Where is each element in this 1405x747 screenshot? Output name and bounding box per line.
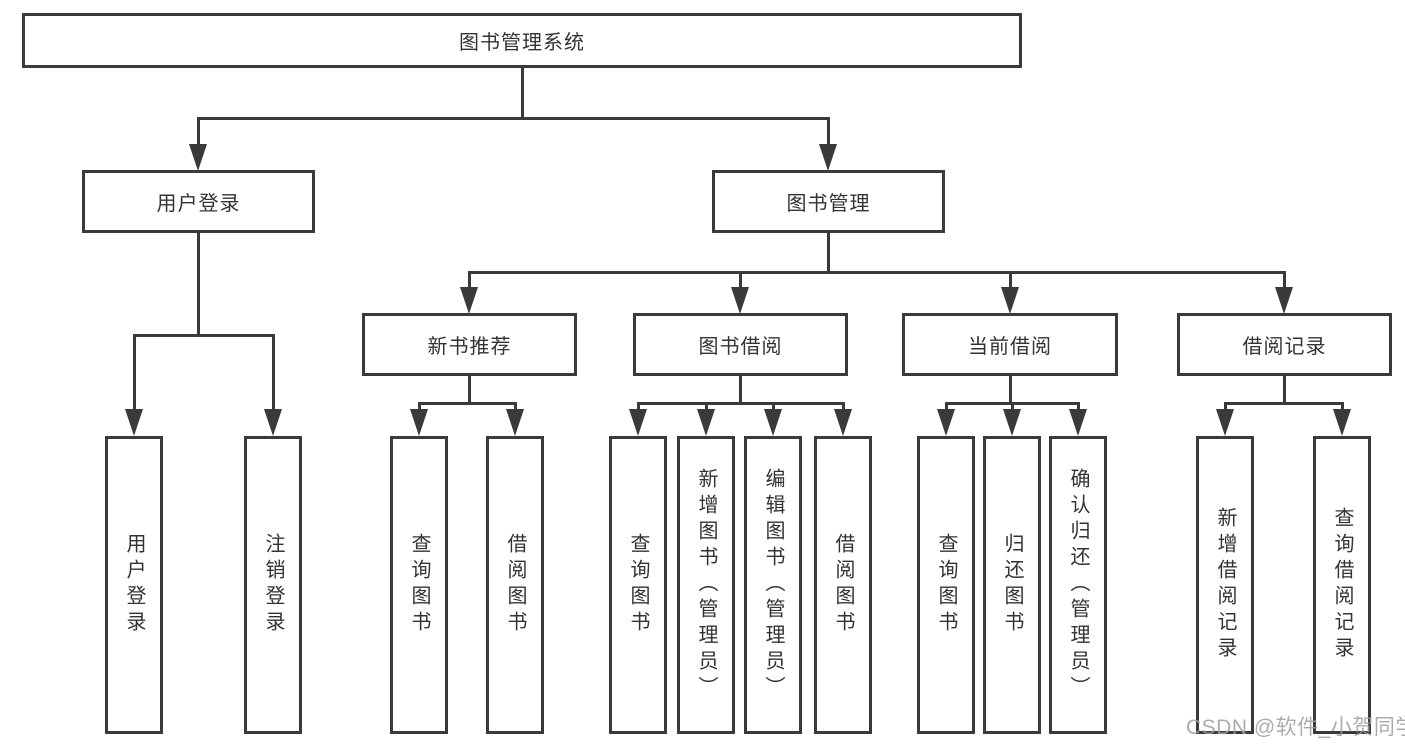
arrowhead-icon [189, 144, 207, 171]
connector-line [417, 401, 517, 405]
leaf-logout: 注销登录 [244, 436, 302, 734]
node-book-management: 图书管理 [712, 170, 945, 233]
arrowhead-icon [1275, 287, 1293, 314]
connector-line [1282, 376, 1286, 405]
arrowhead-icon [629, 409, 647, 436]
leaf-confirm-return-admin: 确认归还（管理员） [1049, 436, 1107, 734]
leaf-edit-books-admin: 编辑图书（管理员） [744, 436, 802, 734]
arrowhead-icon [264, 409, 282, 436]
arrowhead-icon [1069, 409, 1087, 436]
arrowhead-icon [410, 409, 428, 436]
connector-line [738, 376, 742, 405]
leaf-borrow-books-recommend: 借阅图书 [486, 436, 544, 734]
connector-line [1340, 403, 1344, 410]
connector-line [1223, 403, 1227, 410]
arrowhead-icon [834, 409, 852, 436]
leaf-borrow-books: 借阅图书 [814, 436, 872, 734]
connector-line [196, 116, 830, 120]
connector-line [1076, 403, 1080, 410]
node-user-login-module: 用户登录 [82, 170, 315, 233]
leaf-query-borrow-record: 查询借阅记录 [1313, 436, 1371, 734]
connector-line [738, 272, 742, 290]
connector-line [826, 118, 830, 147]
connector-line [1008, 272, 1012, 290]
arrowhead-icon [1216, 409, 1234, 436]
arrowhead-icon [937, 409, 955, 436]
connector-line [944, 403, 948, 410]
connector-line [1282, 272, 1286, 290]
leaf-query-books-borrow: 查询图书 [609, 436, 667, 734]
connector-line [1223, 401, 1344, 405]
connector-line [704, 403, 708, 410]
connector-line [196, 233, 200, 337]
node-current-borrowing: 当前借阅 [902, 313, 1118, 376]
connector-line [636, 403, 640, 410]
arrowhead-icon [1333, 409, 1351, 436]
node-book-borrowing: 图书借阅 [633, 313, 848, 376]
connector-line [271, 335, 275, 410]
node-borrowing-records: 借阅记录 [1177, 313, 1392, 376]
connector-line [467, 272, 471, 290]
arrowhead-icon [731, 287, 749, 314]
watermark: CSDN @软件_小贺同学 [1186, 716, 1405, 739]
arrowhead-icon [125, 409, 143, 436]
node-library-management-system: 图书管理系统 [22, 13, 1022, 68]
connector-line [417, 403, 421, 410]
connector-line [944, 401, 1080, 405]
connector-line [520, 67, 524, 120]
connector-line [771, 403, 775, 410]
connector-line [841, 403, 845, 410]
arrowhead-icon [764, 409, 782, 436]
leaf-add-books-admin: 新增图书（管理员） [677, 436, 735, 734]
node-new-book-recommendation: 新书推荐 [362, 313, 577, 376]
leaf-return-books: 归还图书 [983, 436, 1041, 734]
leaf-add-borrow-record: 新增借阅记录 [1196, 436, 1254, 734]
leaf-query-books-recommend: 查询图书 [390, 436, 448, 734]
leaf-user-login: 用户登录 [105, 436, 163, 734]
connector-line [467, 270, 1286, 274]
arrowhead-icon [1001, 287, 1019, 314]
leaf-query-books-current: 查询图书 [917, 436, 975, 734]
connector-line [636, 401, 845, 405]
arrowhead-icon [506, 409, 524, 436]
arrowhead-icon [697, 409, 715, 436]
connector-line [1010, 403, 1014, 410]
connector-line [132, 335, 136, 410]
connector-line [467, 376, 471, 405]
connector-line [132, 333, 275, 337]
connector-line [196, 118, 200, 147]
connector-line [1008, 376, 1012, 405]
connector-line [826, 233, 830, 274]
arrowhead-icon [1003, 409, 1021, 436]
arrowhead-icon [819, 144, 837, 171]
arrowhead-icon [460, 287, 478, 314]
connector-line [513, 403, 517, 410]
